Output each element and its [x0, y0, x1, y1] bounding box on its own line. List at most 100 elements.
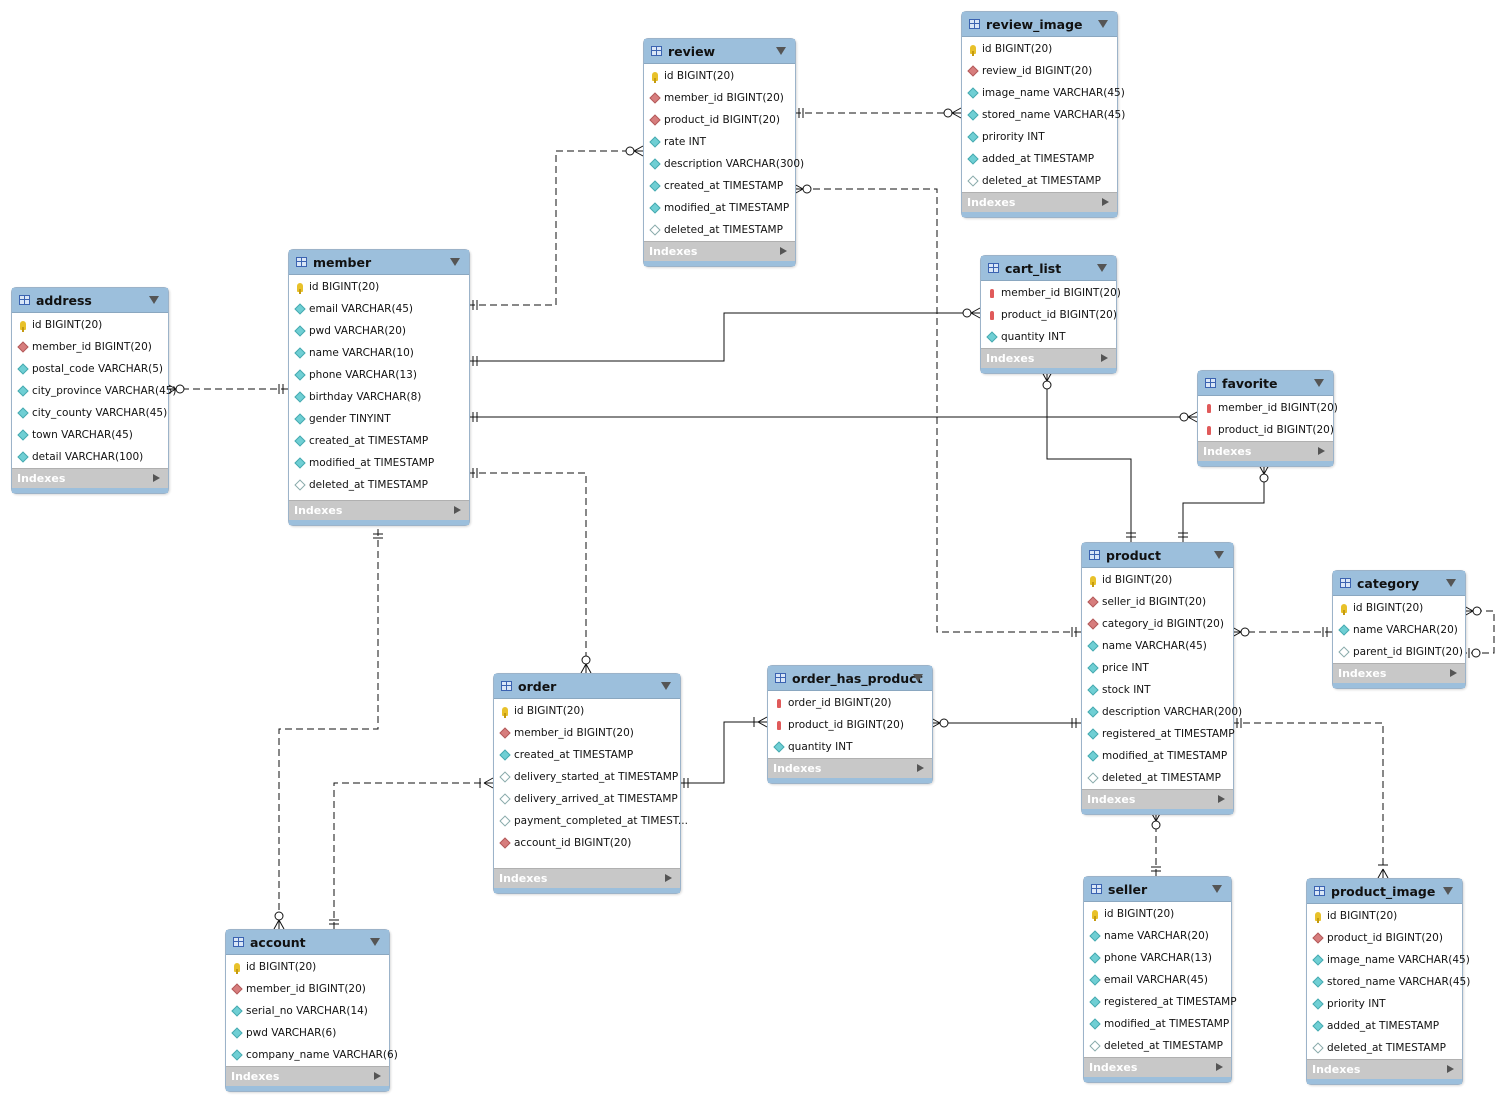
column-row[interactable]: name VARCHAR(20) [1333, 619, 1465, 641]
column-row[interactable]: parent_id BIGINT(20) [1333, 641, 1465, 663]
column-row[interactable]: deleted_at TIMESTAMP [1084, 1035, 1231, 1057]
column-row[interactable]: stock INT [1082, 679, 1233, 701]
table-header[interactable]: product_image [1307, 879, 1462, 904]
expand-indexes-icon[interactable] [1447, 1065, 1454, 1073]
collapse-toggle-icon[interactable] [913, 674, 923, 682]
table-header[interactable]: order [494, 674, 680, 699]
column-row[interactable]: added_at TIMESTAMP [962, 148, 1117, 170]
column-row[interactable]: deleted_at TIMESTAMP [1307, 1037, 1462, 1059]
column-row[interactable]: phone VARCHAR(13) [289, 364, 469, 386]
column-row[interactable]: id BIGINT(20) [12, 314, 168, 336]
collapse-toggle-icon[interactable] [1212, 885, 1222, 893]
expand-indexes-icon[interactable] [1450, 669, 1457, 677]
column-row[interactable]: company_name VARCHAR(6) [226, 1044, 398, 1066]
column-row[interactable]: image_name VARCHAR(45) [1307, 949, 1470, 971]
column-row[interactable]: priority INT [1307, 993, 1462, 1015]
column-row[interactable]: created_at TIMESTAMP [644, 175, 795, 197]
indexes-section[interactable]: Indexes [981, 348, 1116, 368]
collapse-toggle-icon[interactable] [776, 47, 786, 55]
expand-indexes-icon[interactable] [1101, 354, 1108, 362]
column-row[interactable]: id BIGINT(20) [1082, 569, 1233, 591]
column-row[interactable]: account_id BIGINT(20) [494, 832, 680, 854]
column-row[interactable]: member_id BIGINT(20) [1198, 397, 1338, 419]
expand-indexes-icon[interactable] [1102, 198, 1109, 206]
column-row[interactable]: id BIGINT(20) [494, 700, 680, 722]
column-row[interactable]: member_id BIGINT(20) [494, 722, 680, 744]
column-row[interactable]: product_id BIGINT(20) [644, 109, 795, 131]
column-row[interactable]: name VARCHAR(45) [1082, 635, 1233, 657]
column-row[interactable]: postal_code VARCHAR(5) [12, 358, 168, 380]
column-row[interactable]: modified_at TIMESTAMP [1082, 745, 1233, 767]
column-row[interactable]: birthday VARCHAR(8) [289, 386, 469, 408]
expand-indexes-icon[interactable] [780, 247, 787, 255]
column-row[interactable]: city_county VARCHAR(45) [12, 402, 168, 424]
expand-indexes-icon[interactable] [454, 506, 461, 514]
column-row[interactable]: product_id BIGINT(20) [981, 304, 1117, 326]
column-row[interactable]: description VARCHAR(300) [644, 153, 804, 175]
indexes-section[interactable]: Indexes [1082, 789, 1233, 809]
table-header[interactable]: favorite [1198, 371, 1333, 396]
column-row[interactable]: payment_completed_at TIMEST... [494, 810, 688, 832]
indexes-section[interactable]: Indexes [1307, 1059, 1462, 1079]
column-row[interactable]: modified_at TIMESTAMP [1084, 1013, 1231, 1035]
expand-indexes-icon[interactable] [1216, 1063, 1223, 1071]
collapse-toggle-icon[interactable] [370, 938, 380, 946]
column-row[interactable]: created_at TIMESTAMP [289, 430, 469, 452]
indexes-section[interactable]: Indexes [768, 758, 932, 778]
table-header[interactable]: product [1082, 543, 1233, 568]
column-row[interactable]: id BIGINT(20) [962, 38, 1117, 60]
indexes-section[interactable]: Indexes [12, 468, 168, 488]
column-row[interactable]: name VARCHAR(10) [289, 342, 469, 364]
expand-indexes-icon[interactable] [1218, 795, 1225, 803]
column-row[interactable]: quantity INT [981, 326, 1116, 348]
expand-indexes-icon[interactable] [1318, 447, 1325, 455]
column-row[interactable]: rate INT [644, 131, 795, 153]
indexes-section[interactable]: Indexes [1198, 441, 1333, 461]
column-row[interactable]: id BIGINT(20) [1333, 597, 1465, 619]
table-header[interactable]: seller [1084, 877, 1231, 902]
table-header[interactable]: category [1333, 571, 1465, 596]
column-row[interactable]: product_id BIGINT(20) [1307, 927, 1462, 949]
indexes-section[interactable]: Indexes [226, 1066, 389, 1086]
column-row[interactable]: gender TINYINT [289, 408, 469, 430]
column-row[interactable]: deleted_at TIMESTAMP [644, 219, 795, 241]
column-row[interactable]: id BIGINT(20) [1084, 903, 1231, 925]
column-row[interactable]: product_id BIGINT(20) [1198, 419, 1334, 441]
expand-indexes-icon[interactable] [917, 764, 924, 772]
column-row[interactable]: id BIGINT(20) [1307, 905, 1462, 927]
column-row[interactable]: seller_id BIGINT(20) [1082, 591, 1233, 613]
collapse-toggle-icon[interactable] [1446, 579, 1456, 587]
table-header[interactable]: review [644, 39, 795, 64]
column-row[interactable]: image_name VARCHAR(45) [962, 82, 1125, 104]
column-row[interactable]: quantity INT [768, 736, 932, 758]
collapse-toggle-icon[interactable] [1314, 379, 1324, 387]
column-row[interactable]: id BIGINT(20) [644, 65, 795, 87]
indexes-section[interactable]: Indexes [962, 192, 1117, 212]
column-row[interactable]: registered_at TIMESTAMP [1084, 991, 1237, 1013]
indexes-section[interactable]: Indexes [1333, 663, 1465, 683]
collapse-toggle-icon[interactable] [450, 258, 460, 266]
column-row[interactable]: member_id BIGINT(20) [981, 282, 1121, 304]
column-row[interactable]: email VARCHAR(45) [1084, 969, 1231, 991]
column-row[interactable]: id BIGINT(20) [226, 956, 389, 978]
column-row[interactable]: city_province VARCHAR(45) [12, 380, 177, 402]
column-row[interactable]: deleted_at TIMESTAMP [1082, 767, 1233, 789]
column-row[interactable]: stored_name VARCHAR(45) [1307, 971, 1470, 993]
column-row[interactable]: order_id BIGINT(20) [768, 692, 932, 714]
indexes-section[interactable]: Indexes [1084, 1057, 1231, 1077]
column-row[interactable]: phone VARCHAR(13) [1084, 947, 1231, 969]
indexes-section[interactable]: Indexes [289, 500, 469, 520]
column-row[interactable]: registered_at TIMESTAMP [1082, 723, 1235, 745]
expand-indexes-icon[interactable] [665, 874, 672, 882]
column-row[interactable]: modified_at TIMESTAMP [644, 197, 795, 219]
collapse-toggle-icon[interactable] [661, 682, 671, 690]
collapse-toggle-icon[interactable] [1443, 887, 1453, 895]
